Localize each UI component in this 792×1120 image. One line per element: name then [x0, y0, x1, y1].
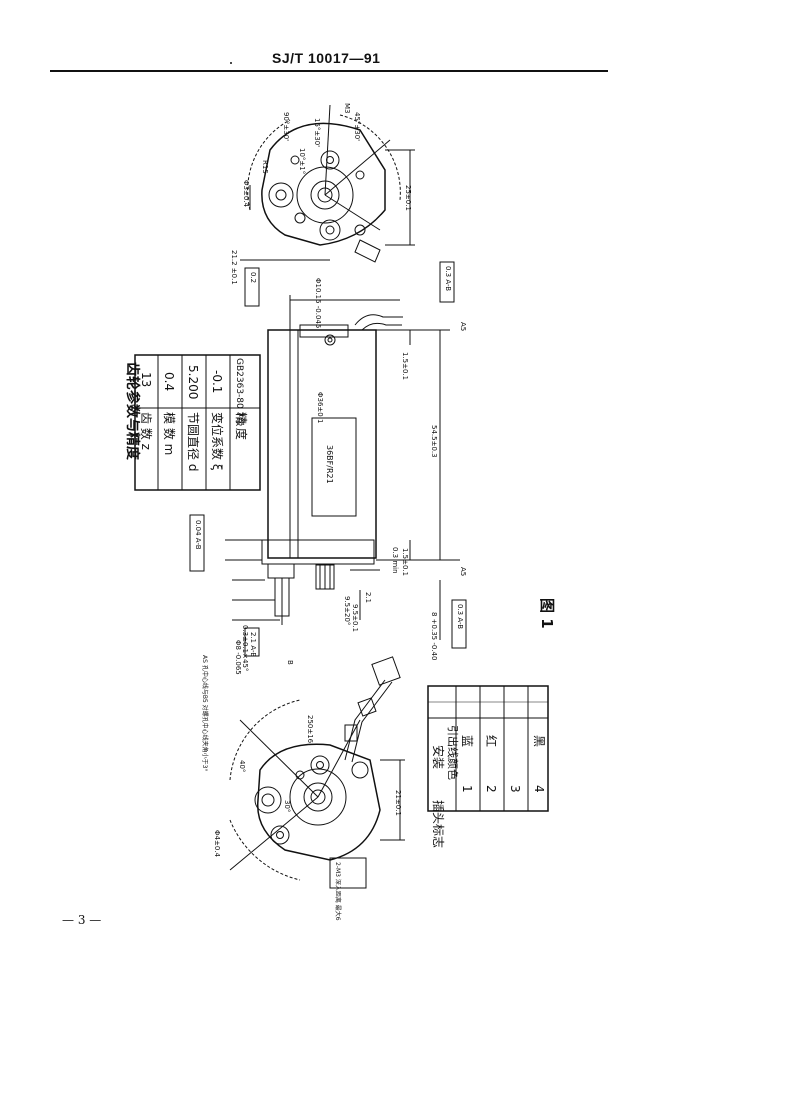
tol-frame-2: 0.3 A-B: [444, 266, 452, 291]
dim-angle-15: 15°±30': [313, 118, 321, 147]
lead-table-mark: 1: [460, 785, 474, 793]
gear-table-label: 精 度: [234, 412, 249, 440]
gear-table-title: 齿轮参数与精度: [124, 362, 141, 461]
gear-table: [134, 354, 261, 491]
dim-length: 54.5±0.3: [430, 425, 438, 458]
dim-angle-10: 10°±1°: [298, 148, 306, 174]
note-hole-angle: AS 孔中心线与B5 对螺孔中心线夹角小于3°: [201, 655, 209, 771]
lead-table-color: 黑: [532, 735, 546, 747]
document-code: SJ/T 10017—91: [272, 50, 381, 66]
dim-chamfer: 0.3±0.1×45°: [241, 625, 249, 671]
dim-diameter: Φ36±0.1: [316, 392, 324, 423]
gear-table-value: 13: [139, 372, 153, 387]
gear-table-value: -0.1: [210, 370, 224, 393]
dim-lead-length: 250±16: [306, 715, 314, 744]
lead-table-mark: 3: [508, 785, 522, 793]
lead-table-header-top: 安装: [431, 745, 446, 769]
lead-table-mark: 2: [484, 785, 498, 793]
page-number: — 3 —: [62, 913, 102, 927]
tol-frame-3: 0.04 A-B: [194, 520, 202, 550]
dim-phi8: Φ8 -0.065: [234, 640, 242, 675]
gear-table-label: 变位系数 ξ: [210, 412, 225, 471]
dim-flange-2: 1.5±0.1: [401, 548, 409, 576]
dim-flange: 1.5±0.1: [401, 352, 409, 380]
lead-table: [427, 685, 549, 812]
tol-frame-4: 0.3 A-B: [456, 604, 464, 629]
gear-table-label: 模 数 m: [162, 412, 177, 455]
lead-table-color: 蓝: [460, 735, 474, 747]
dim-2-1: 2.1: [364, 592, 372, 603]
gear-table-value: 0.4: [162, 372, 176, 391]
lead-table-mark: 4: [532, 785, 546, 793]
gear-table-label: 节圆直径 d: [186, 412, 200, 471]
dim-8: 8 +0.35 -0.40: [430, 612, 438, 660]
top-end-view: [240, 104, 415, 263]
motor-side-view: [189, 261, 467, 657]
dim-angle-90: 90°±30': [282, 112, 290, 141]
dim-21-2: 21.2 ±0.1: [230, 250, 238, 285]
dim-phi3: Φ3±0.4: [242, 180, 250, 208]
header-rule: [50, 70, 608, 72]
bottom-end-view: [229, 656, 405, 889]
lead-table-header: 引出线颜色: [446, 725, 460, 780]
tol-frame-1: 0.2: [249, 272, 257, 283]
lead-table-color: 红: [484, 735, 499, 747]
dim-r15: R15: [261, 160, 269, 174]
gear-table-label: 齿 数 z: [139, 412, 154, 450]
dim-angle-45: 45°±30': [353, 112, 361, 141]
dim-min: 0.3 min: [391, 547, 399, 574]
datum-b: B: [286, 660, 294, 665]
dim-bottom-21: 21±0.1: [394, 790, 402, 816]
gear-table-value: GB2363-80 7级: [234, 358, 246, 426]
datum-a5-bottom: A5: [459, 567, 467, 576]
lead-table-header: 插头标志: [431, 800, 445, 848]
speck: [230, 62, 232, 64]
tol-frame-5: 2.1 A-B: [249, 632, 257, 657]
dim-shaft-angle: 9.5±20°: [343, 596, 351, 625]
dim-m3: M3: [343, 103, 351, 114]
dim-angle-40: 40°: [238, 760, 246, 772]
motor-model-label: 36BF/R21: [325, 445, 334, 484]
dim-shaft-top: Φ10.15 -0.045: [314, 278, 322, 328]
dim-phi4: Φ4±0.4: [213, 830, 221, 858]
note-thread-depth: 2-M3 深入距离 最大6: [334, 862, 342, 921]
datum-a5-top: A5: [459, 322, 467, 331]
dim-angle-30: 30°: [283, 800, 291, 812]
figure-caption: 图 1: [538, 598, 556, 629]
dim-shaft-95: 9.5±0.1: [351, 604, 359, 632]
dim-top-25: 25±0.1: [404, 185, 412, 211]
gear-table-value: 5.200: [186, 365, 200, 399]
